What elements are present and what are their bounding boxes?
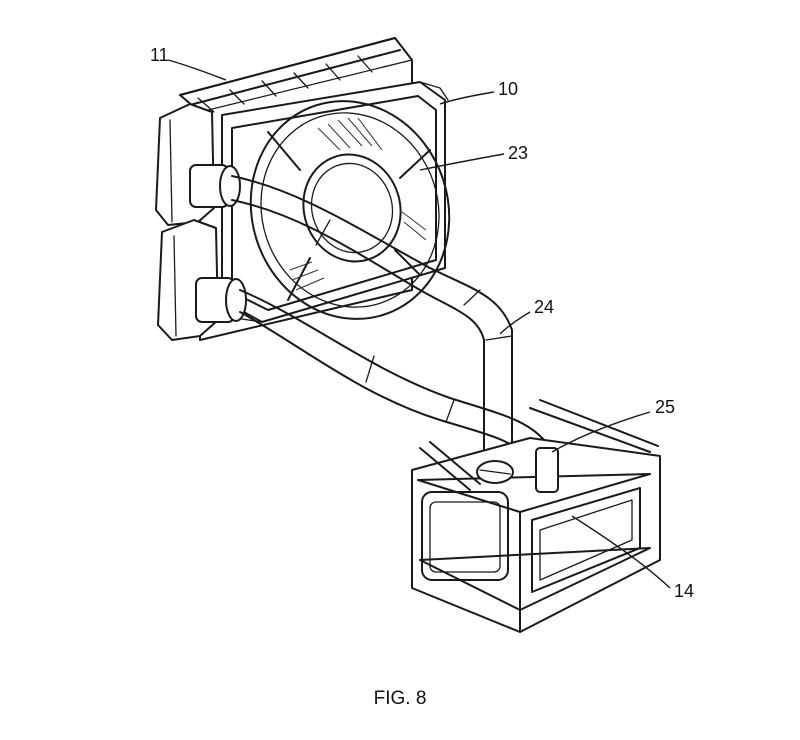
leader-lines [167, 59, 671, 589]
label-fan-housing: 10 [498, 79, 519, 99]
label-fan: 23 [508, 143, 529, 163]
pump-block [411, 399, 661, 633]
label-inlet: 25 [655, 397, 676, 417]
label-pump-block: 14 [674, 581, 695, 601]
figure-caption: FIG. 8 [373, 688, 427, 709]
upper-tube [231, 175, 513, 461]
label-tube: 24 [534, 297, 555, 317]
label-radiator: 11 [150, 45, 169, 65]
